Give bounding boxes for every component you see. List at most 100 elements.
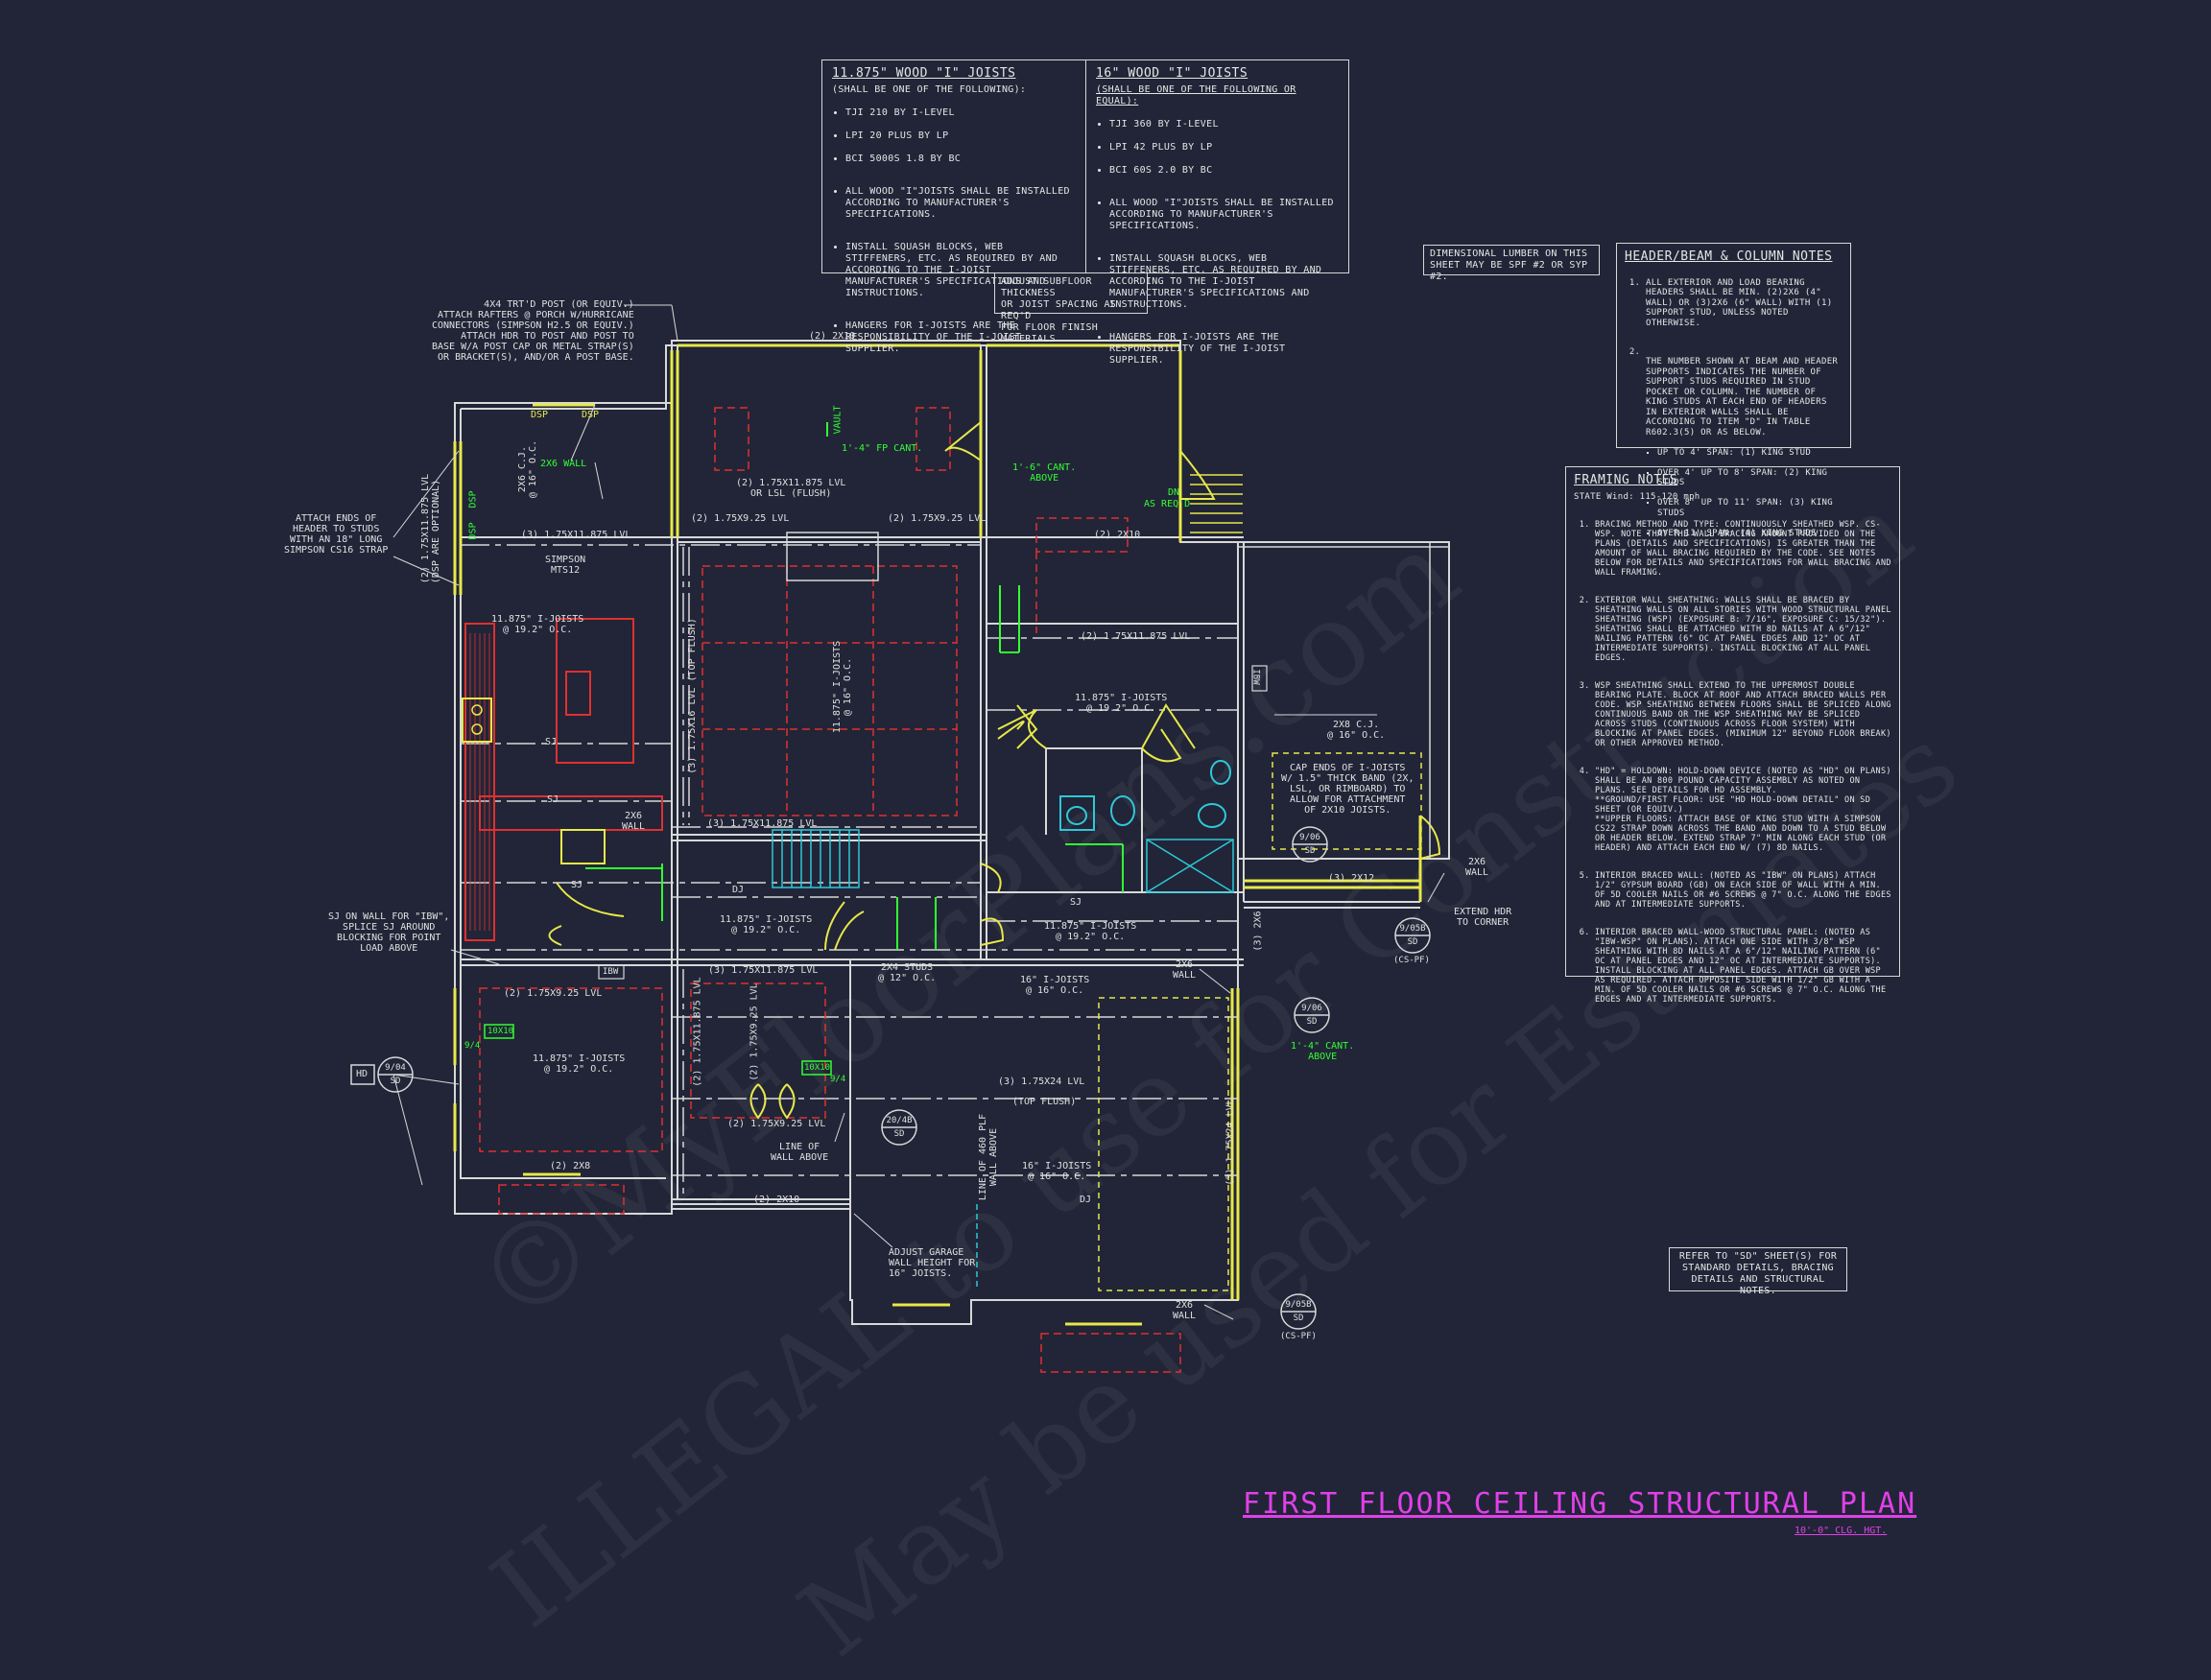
joist-16-products: TJI 360 BY I-LEVEL LPI 42 PLUS BY LP BCI… <box>1096 107 1339 378</box>
label-sj-2: SJ <box>547 794 559 805</box>
label-lvl-2x6-vert: (3) 2x6 <box>1252 911 1264 952</box>
label-cj-2x6: 2x6 C.J. @ 16" O.C. <box>517 439 539 499</box>
header-note-item: THE NUMBER SHOWN AT BEAM AND HEADER SUPP… <box>1646 347 1842 559</box>
dimensional-lumber-note: DIMENSIONAL LUMBER ON THIS SHEET MAY BE … <box>1423 245 1600 282</box>
framing-notes-heading: FRAMING NOTES <box>1574 473 1678 487</box>
label-lvl-175-vert-left2: (2) 1.75x9.25 LVL <box>749 982 760 1081</box>
joist-16-notes: 16" WOOD "I" JOISTS (SHALL BE ONE OF THE… <box>1085 59 1349 366</box>
framing-note-item: WSP SHEATHING SHALL EXTEND TO THE UPPERM… <box>1595 681 1891 748</box>
label-lvl-vert-24: (3) 1.75x24 LVL <box>1224 1099 1236 1186</box>
joist-11875-heading: 11.875" WOOD "I" JOISTS <box>832 66 1016 81</box>
label-lvl-2x12: (3) 2x12 <box>1328 873 1375 884</box>
label-top-flush: (TOP FLUSH) <box>1012 1097 1077 1107</box>
detail-bubble-number: 20/4B <box>886 1116 913 1125</box>
label-wall-2x6-e: 2x6 WALL <box>1173 1300 1197 1321</box>
label-top-2x10: (2) 2x10 <box>809 331 856 342</box>
label-lvl-top-flush: (3) 1.75x16 LVL (TOP FLUSH) <box>686 618 698 774</box>
label-wall-2x6-c: 2x6 WALL <box>1465 857 1489 878</box>
detail-bubble-number: 9/05B <box>1285 1300 1312 1310</box>
note-item: ALL WOOD "I"JOISTS SHALL BE INSTALLED AC… <box>1109 198 1339 232</box>
label-lvl-925-a: (2) 1.75x9.25 LVL <box>691 513 790 524</box>
label-dsp-v1: DSP <box>467 490 479 509</box>
sheet-title: FIRST FLOOR CEILING STRUCTURAL PLAN <box>1243 1487 1917 1521</box>
detail-bubble-number: 9/06 <box>1299 833 1320 842</box>
label-ij-16-b: 16" I-JOISTS @ 16" O.C. <box>1022 1161 1092 1182</box>
note-item: INSTALL SQUASH BLOCKS, WEB STIFFENERS, E… <box>1109 253 1339 311</box>
label-lvl-3: (3) 1.75x11.875 LVL <box>521 530 631 540</box>
label-cant-top: 1'-4" FP CANT. <box>842 443 923 454</box>
product-item: LPI 42 PLUS BY LP <box>1109 142 1339 154</box>
bubble-sub-cs-pf: (CS-PF) <box>1393 956 1430 965</box>
label-studs-2x4: 2X4 STUDS @ 12" O.C. <box>878 962 937 983</box>
label-lvl-2x10-b: (2) 2X10 <box>753 1195 800 1205</box>
label-adjust-garage: ADJUST GARAGE WALL HEIGHT FOR 16" JOISTS… <box>889 1247 976 1279</box>
label-cj-2x8: 2x8 C.J. @ 16" O.C. <box>1327 720 1386 741</box>
span-item: OVER 4' UP TO 8' SPAN: (2) KING STUDS <box>1657 468 1842 488</box>
label-hd: HD <box>356 1069 368 1079</box>
header-notes-heading: HEADER/BEAM & COLUMN NOTES <box>1625 249 1833 264</box>
tag-10x10-b: 10x10 <box>804 1063 831 1073</box>
label-ij-bottom-left: 11.875" I-JOISTS @ 19.2" O.C. <box>533 1053 626 1075</box>
label-dsp-v2: DSP <box>467 522 479 540</box>
detail-bubble-number: 9/04 <box>385 1063 406 1073</box>
label-vault: VAULT <box>832 405 844 435</box>
note-item: HANGERS FOR I-JOISTS ARE THE RESPONSIBIL… <box>845 320 1076 355</box>
label-lvl-11875-d: (3) 1.75x11.875 LVL <box>708 965 819 976</box>
label-ibw-1: IBW <box>603 967 619 977</box>
label-wall-2x6-b: 2x6 WALL <box>622 811 646 832</box>
detail-bubble-number: 9/05B <box>1399 924 1426 934</box>
label-lvl-1924: (3) 1.75x24 LVL <box>998 1077 1085 1087</box>
label-lvl-925-c: (2) 1.75x9.25 LVL <box>504 988 603 999</box>
label-cant-bottom: 1'-4" CANT. ABOVE <box>1291 1041 1355 1062</box>
detail-bubble-sheet: SD <box>1407 937 1418 947</box>
label-as-reqd: AS REQ'D <box>1144 499 1191 509</box>
label-dn: DN <box>1168 487 1180 498</box>
framing-wind: STATE Wind: 115-120 mph <box>1574 492 1700 502</box>
label-dj-1: DJ <box>732 885 745 895</box>
header-notes-list: ALL EXTERIOR AND LOAD BEARING HEADERS SH… <box>1625 268 1842 578</box>
joist-16-heading: 16" WOOD "I" JOISTS <box>1096 66 1248 81</box>
label-lvl-1175-mid: (3) 1.75x11.875 LVL <box>707 818 818 829</box>
label-line-460: LINE OF 460 PLF WALL ABOVE <box>978 1113 1000 1201</box>
framing-note-item: INTERIOR BRACED WALL-WOOD STRUCTURAL PAN… <box>1595 928 1891 1005</box>
span-item: OVER 11' SPAN: (4) KING STUDS <box>1657 529 1842 539</box>
joist-16-intro: (SHALL BE ONE OF THE FOLLOWING OR EQUAL)… <box>1096 84 1296 106</box>
joist-11875-intro: (SHALL BE ONE OF THE FOLLOWING): <box>832 84 1027 95</box>
product-item: TJI 360 BY I-LEVEL <box>1109 119 1339 130</box>
label-dsp-2: DSP <box>582 410 600 420</box>
header-note-item: ALL EXTERIOR AND LOAD BEARING HEADERS SH… <box>1646 278 1842 329</box>
note-item: INSTALL SQUASH BLOCKS, WEB STIFFENERS, E… <box>845 242 1076 299</box>
label-cap-ends: CAP ENDS OF I-JOISTS W/ 1.5" THICK BAND … <box>1281 763 1415 816</box>
label-lvl-2x8: (2) 2x8 <box>550 1161 591 1171</box>
label-ij-left: 11.875" I-JOISTS @ 19.2" O.C. <box>491 614 584 635</box>
label-simpson: SIMPSON MTS12 <box>545 555 586 576</box>
joist-11875-notes: 11.875" WOOD "I" JOISTS (SHALL BE ONE OF… <box>821 59 1086 354</box>
subfloor-note: ADJUST SUBFLOOR THICKNESS OR JOIST SPACI… <box>994 272 1148 344</box>
refer-sd-note: REFER TO "SD" SHEET(S) FOR STANDARD DETA… <box>1669 1247 1847 1296</box>
product-item: BCI 60s 2.0 BY BC <box>1109 165 1339 177</box>
label-lvl-11875-right: (2) 1.75x11.875 LVL <box>1081 631 1191 642</box>
framing-note-item: EXTERIOR WALL SHEATHING: WALLS SHALL BE … <box>1595 596 1891 663</box>
framing-note-item: INTERIOR BRACED WALL: (NOTED AS "IBW" ON… <box>1595 871 1891 910</box>
label-dj-2: DJ <box>1080 1195 1092 1205</box>
label-ij-right: 11.875" I-JOISTS @ 19.2" O.C. <box>1075 693 1168 714</box>
label-lvl-925-b: (2) 1.75x9.25 LVL <box>888 513 987 524</box>
span-item: UP TO 4' SPAN: (1) KING STUD <box>1657 448 1842 459</box>
sheet-subtitle: 10'-0" CLG. HGT. <box>1795 1526 1888 1536</box>
detail-bubble-sheet: SD <box>893 1129 905 1139</box>
product-item: TJI 210 BY I-LEVEL <box>845 107 1076 119</box>
label-flush-lvl: (2) 1.75x11.875 LVL OR LSL (FLUSH) <box>736 478 846 499</box>
detail-bubble-number: 9/06 <box>1301 1004 1322 1013</box>
label-ij-mid: 11.875" I-JOISTS @ 19.2" O.C. <box>720 914 813 935</box>
product-item: LPI 20 PLUS BY LP <box>845 130 1076 142</box>
span-item: OVER 8' UP TO 11' SPAN: (3) KING STUDS <box>1657 498 1842 518</box>
framing-note-item: "HD" = HOLDOWN: HOLD-DOWN DEVICE (NOTED … <box>1595 767 1891 853</box>
label-lvl-left-vert: (2) 1.75x11.875 LVL (DSP ARE OPTIONAL) <box>420 473 442 584</box>
label-ij-mid-right: 11.875" I-JOISTS @ 19.2" O.C. <box>1044 921 1137 942</box>
note-item: ALL WOOD "I"JOISTS SHALL BE INSTALLED AC… <box>845 186 1076 221</box>
detail-bubble-sheet: SD <box>1293 1313 1304 1323</box>
label-extend-hdr: EXTEND HDR TO CORNER <box>1454 907 1512 928</box>
label-ij-center-vert: 11.875" I-JOISTS @ 16" O.C. <box>832 640 854 734</box>
header-beam-column-notes: HEADER/BEAM & COLUMN NOTES ALL EXTERIOR … <box>1616 243 1851 538</box>
